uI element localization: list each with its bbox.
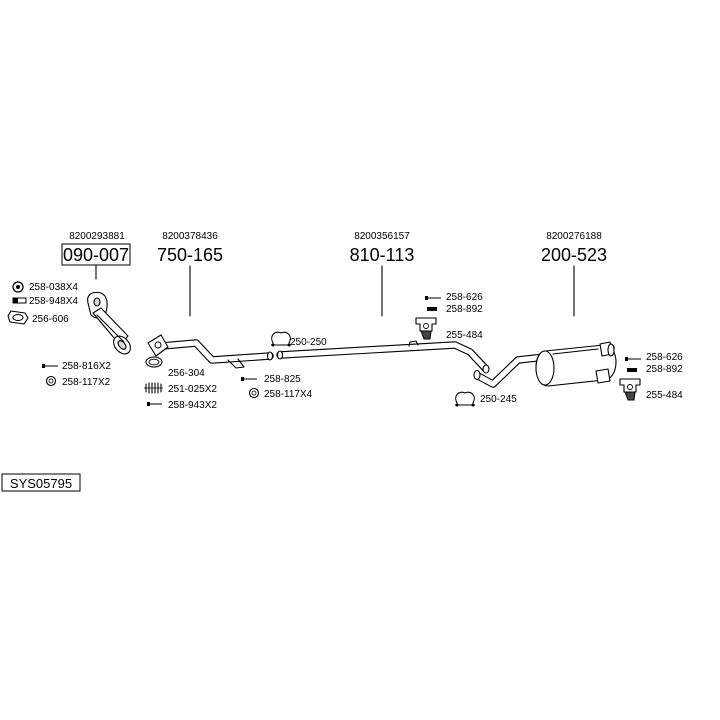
label-250-250[interactable]: 250-250 <box>290 337 327 348</box>
clamp-icon <box>455 391 475 407</box>
label-258-626-centre[interactable]: 258-626 <box>446 292 483 303</box>
nut-icon <box>427 307 437 311</box>
washer-icon <box>45 375 57 387</box>
clamp-icon <box>271 331 291 347</box>
rubber-hanger-icon <box>415 317 437 340</box>
bolt-icon <box>625 357 641 361</box>
stud-icon <box>12 297 27 304</box>
part-number-catalyst[interactable]: 090-007 <box>63 245 129 265</box>
front-pipe-part[interactable] <box>147 334 274 369</box>
label-250-245[interactable]: 250-245 <box>480 394 517 405</box>
centre-pipe-part[interactable] <box>276 340 490 374</box>
catalyst-part[interactable] <box>87 291 134 357</box>
oem-number-catalyst: 8200293881 <box>69 231 125 242</box>
label-258-892-rear[interactable]: 258-892 <box>646 364 683 375</box>
nut-icon <box>627 368 637 372</box>
bolt-icon <box>425 296 441 300</box>
label-255-484-centre[interactable]: 255-484 <box>446 330 483 341</box>
label-256-606[interactable]: 256-606 <box>32 314 69 325</box>
label-256-304[interactable]: 256-304 <box>168 368 205 379</box>
label-258-117x4[interactable]: 258-117X4 <box>264 389 313 400</box>
label-258-816x2[interactable]: 258-816X2 <box>62 361 111 372</box>
label-258-038x4[interactable]: 258-038X4 <box>29 282 78 293</box>
label-258-948x4[interactable]: 258-948X4 <box>29 296 78 307</box>
rubber-hanger-icon <box>619 378 641 401</box>
sealing-ring-icon <box>145 356 163 368</box>
oem-number-front-pipe: 8200378436 <box>162 231 218 242</box>
label-251-025x2[interactable]: 251-025X2 <box>168 384 217 395</box>
label-255-484-rear[interactable]: 255-484 <box>646 390 683 401</box>
bolt-icon <box>42 364 58 368</box>
label-258-825[interactable]: 258-825 <box>264 374 301 385</box>
nut-icon <box>12 281 24 293</box>
bolt-icon <box>147 402 162 406</box>
label-258-892-centre[interactable]: 258-892 <box>446 304 483 315</box>
oem-number-centre-pipe: 8200356157 <box>354 231 410 242</box>
rear-silencer-part[interactable] <box>473 341 617 388</box>
part-number-centre-pipe[interactable]: 810-113 <box>350 245 415 265</box>
system-code: SYS05795 <box>10 476 72 491</box>
spring-icon <box>144 382 163 394</box>
part-number-front-pipe[interactable]: 750-165 <box>157 245 223 265</box>
screw-icon <box>241 377 257 381</box>
system-code-box <box>1 473 81 492</box>
oem-number-rear-silencer: 8200276188 <box>546 231 602 242</box>
label-258-626-rear[interactable]: 258-626 <box>646 352 683 363</box>
part-number-rear-silencer[interactable]: 200-523 <box>541 245 607 265</box>
label-258-117x2[interactable]: 258-117X2 <box>62 377 111 388</box>
gasket-icon <box>7 310 29 325</box>
washer-icon <box>248 387 260 399</box>
label-258-943x2[interactable]: 258-943X2 <box>168 400 217 411</box>
